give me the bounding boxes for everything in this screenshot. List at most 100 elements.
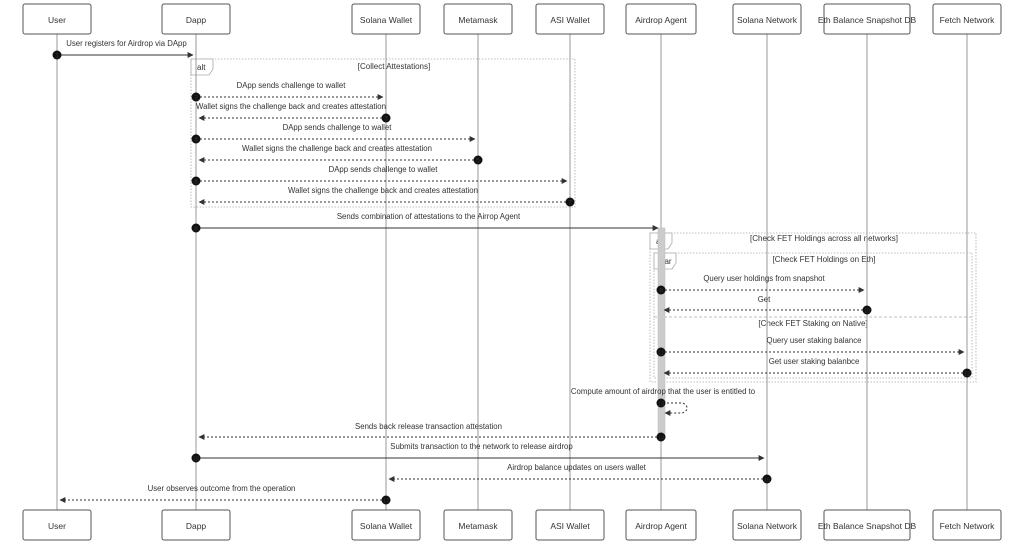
sequence-number-badge (191, 453, 201, 463)
message-label: Query user staking balance (767, 336, 862, 345)
message-label: Wallet signs the challenge back and crea… (288, 186, 478, 195)
message-5: Wallet signs the challenge back and crea… (198, 144, 483, 165)
message-label: User observes outcome from the operation (148, 484, 296, 493)
participant-asi-wallet-top: ASI Wallet (535, 3, 605, 35)
message-3: Wallet signs the challenge back and crea… (196, 102, 391, 123)
participant-label: Fetch Network (940, 15, 996, 25)
participant-airdrop-agent-bottom: Airdrop Agent (625, 509, 697, 541)
sequence-number-badge (762, 474, 772, 484)
sequence-number-badge (191, 176, 201, 186)
participant-label: Dapp (186, 15, 207, 25)
sequence-number: 3 (384, 116, 388, 123)
participant-metamask-bottom: Metamask (443, 509, 513, 541)
participant-box (732, 509, 802, 541)
participant-asi-wallet-bottom: ASI Wallet (535, 509, 605, 541)
sequence-number: 6 (194, 179, 198, 186)
participant-label: Metamask (458, 15, 498, 25)
self-message-arrow (663, 402, 688, 416)
message-7: Wallet signs the challenge back and crea… (198, 186, 575, 207)
sequence-number-badge (381, 113, 391, 123)
participant-user-top: User (22, 3, 92, 35)
message-label: Sends combination of attestations to the… (337, 212, 521, 221)
sequence-number: 13 (658, 402, 664, 408)
participant-label: User (48, 15, 66, 25)
sequence-number: 17 (383, 499, 389, 505)
participant-box (823, 3, 911, 35)
participant-label: ASI Wallet (550, 15, 590, 25)
participant-box (161, 509, 231, 541)
sequence-number: 5 (476, 158, 480, 165)
participant-box (625, 3, 697, 35)
participant-label: Fetch Network (940, 521, 996, 531)
participant-box (22, 509, 92, 541)
participant-airdrop-agent-top: Airdrop Agent (625, 3, 697, 35)
sequence-number-badge (191, 92, 201, 102)
message-label: Wallet signs the challenge back and crea… (196, 102, 386, 111)
message-label: DApp sends challenge to wallet (283, 123, 393, 132)
message-16: Airdrop balance updates on users wallet1… (388, 463, 772, 484)
sequence-number-badge (191, 223, 201, 233)
sequence-number-badge (656, 432, 666, 442)
fragment-frame (190, 58, 576, 208)
participant-box (22, 3, 92, 35)
message-label: Query user holdings from snapshot (703, 274, 825, 283)
sequence-number: 4 (194, 137, 198, 144)
message-9: Query user holdings from snapshot 9 (656, 274, 865, 295)
sequence-number-badge (862, 305, 872, 315)
message-label: Submits transaction to the network to re… (390, 442, 573, 451)
message-label: DApp sends challenge to wallet (237, 81, 347, 90)
participant-label: User (48, 521, 66, 531)
participant-label: Metamask (458, 521, 498, 531)
message-label: Wallet signs the challenge back and crea… (242, 144, 432, 153)
sequence-number: 8 (194, 226, 198, 233)
sequence-number-badge (565, 197, 575, 207)
fragment-else-condition: [Check FET Staking on Native] (758, 319, 867, 328)
participant-solana-network-top: Solana Network (732, 3, 802, 35)
participant-solana-network-bottom: Solana Network (732, 509, 802, 541)
participant-eth-db-top: Eth Balance Snapshot DB (818, 3, 917, 35)
fragment-frame (649, 232, 977, 383)
sequence-number: 1 (55, 53, 59, 60)
fragment-condition: [Collect Attestations] (358, 62, 430, 71)
fragment-condition: [Check FET Holdings across all networks] (750, 234, 898, 243)
message-11: Query user staking balance 11 (656, 336, 965, 357)
fragment-frame (653, 252, 973, 379)
participant-box (161, 3, 231, 35)
participant-label: Eth Balance Snapshot DB (818, 15, 917, 25)
sequence-number-badge (191, 134, 201, 144)
participant-label: Solana Network (737, 15, 798, 25)
participant-box (443, 509, 513, 541)
sequence-number: 9 (659, 288, 663, 295)
sequence-number: 11 (658, 351, 664, 357)
message-4: DApp sends challenge to wallet 4 (191, 123, 476, 144)
sequence-number: 12 (964, 372, 970, 378)
participant-label: Solana Wallet (360, 521, 413, 531)
participant-box (351, 509, 421, 541)
sequence-number-badge (381, 495, 391, 505)
participant-fetch-network-top: Fetch Network (932, 3, 1002, 35)
message-label: Compute amount of airdrop that the user … (571, 387, 756, 396)
participant-box (625, 509, 697, 541)
participant-box (351, 3, 421, 35)
participant-box (535, 3, 605, 35)
sequence-number: 10 (864, 309, 870, 315)
sequence-number-badge (962, 368, 972, 378)
participant-label: Dapp (186, 521, 207, 531)
participant-solana-wallet-bottom: Solana Wallet (351, 509, 421, 541)
fragment-condition: [Check FET Holdings on Eth] (772, 255, 875, 264)
message-15: Submits transaction to the network to re… (191, 442, 765, 463)
message-17: User observes outcome from the operation… (59, 484, 391, 505)
message-1: User registers for Airdrop via DApp 1 (52, 39, 194, 60)
message-13: Compute amount of airdrop that the user … (571, 387, 756, 416)
participant-label: Eth Balance Snapshot DB (818, 521, 917, 531)
message-label: Sends back release transaction attestati… (355, 422, 502, 431)
participant-fetch-network-bottom: Fetch Network (932, 509, 1002, 541)
sequence-number: 14 (658, 436, 664, 442)
message-14: Sends back release transaction attestati… (198, 422, 666, 442)
participant-box (535, 509, 605, 541)
participant-box (932, 509, 1002, 541)
message-label: User registers for Airdrop via DApp (66, 39, 187, 48)
